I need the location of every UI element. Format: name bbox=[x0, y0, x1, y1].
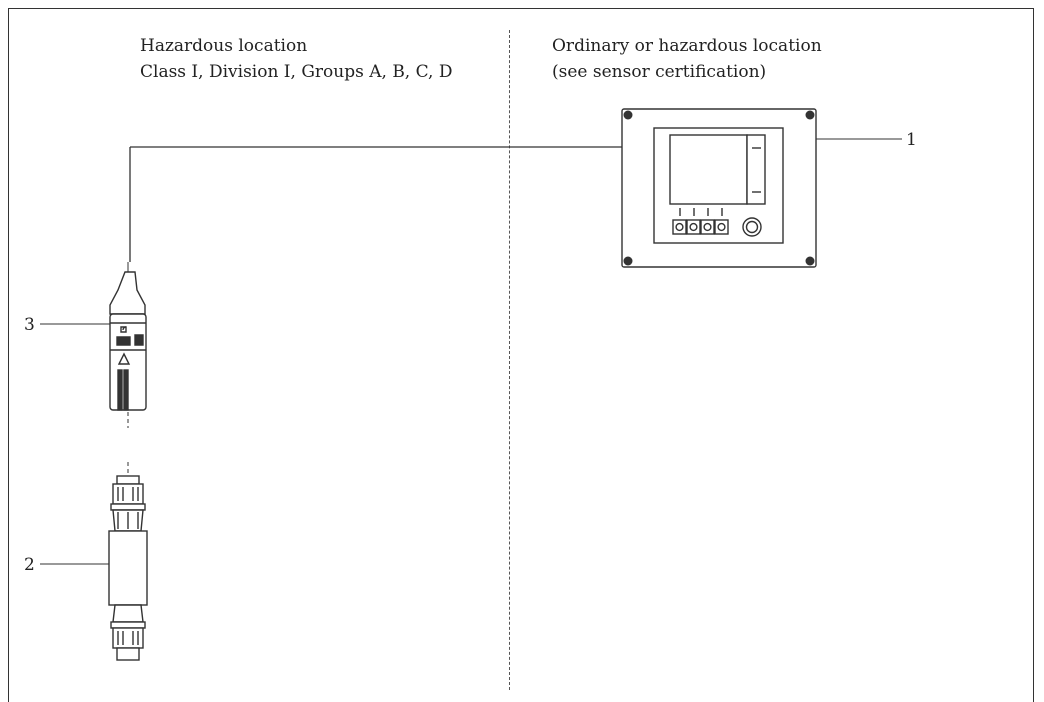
callout-2-label: 2 bbox=[24, 555, 35, 575]
right-zone-detail: (see sensor certification) bbox=[552, 62, 767, 82]
cable-connector-icon bbox=[109, 271, 147, 411]
zone-divider bbox=[509, 30, 510, 690]
diagram-frame bbox=[8, 8, 1034, 702]
right-zone-title: Ordinary or hazardous location bbox=[552, 36, 822, 56]
sensor-cable bbox=[129, 146, 622, 262]
transmitter-icon bbox=[621, 108, 817, 268]
transmitter-screws bbox=[623, 110, 815, 266]
sensor-icon bbox=[108, 475, 148, 661]
left-zone-detail: Class I, Division I, Groups A, B, C, D bbox=[140, 62, 453, 82]
left-zone-title: Hazardous location bbox=[140, 36, 308, 56]
callout-1-label: 1 bbox=[906, 130, 917, 150]
callout-3-label: 3 bbox=[24, 315, 35, 335]
